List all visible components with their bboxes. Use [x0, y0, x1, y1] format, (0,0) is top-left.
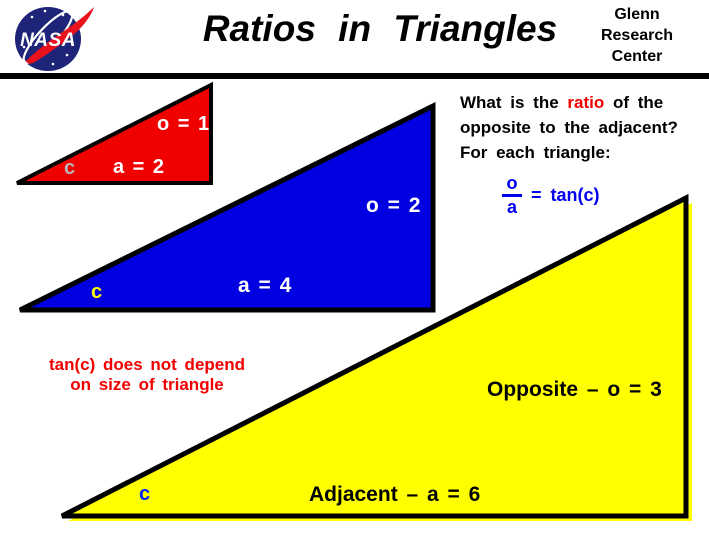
yellow-triangle — [60, 193, 689, 519]
blue-triangle — [18, 101, 436, 313]
question-line1-pre: What is the — [460, 93, 568, 112]
question-line-1: What is the ratio of the — [460, 90, 709, 115]
nasa-logo-icon: NASA — [15, 7, 94, 71]
org-line-2: Research — [600, 27, 674, 44]
logo-swoosh-icon — [26, 7, 94, 64]
logo-globe — [15, 7, 81, 71]
page-title: Ratios in Triangles — [202, 8, 558, 49]
fraction-denominator: a — [506, 197, 517, 217]
org-name: Glenn Research Center — [582, 4, 692, 67]
question-line1-post: of the — [604, 93, 664, 112]
yellow-adjacent-label: Adjacent – a = 6 — [309, 483, 481, 506]
blue-adjacent-label: a = 4 — [238, 274, 292, 297]
red-opposite-label: o = 1 — [157, 113, 210, 135]
formula-rhs: tan(c) — [550, 185, 600, 205]
note-line-2: on size of triangle — [70, 375, 224, 394]
blue-angle-label: c — [91, 281, 103, 303]
note-line-1: tan(c) does not depend — [49, 355, 245, 374]
question-line-3: For each triangle: — [460, 143, 611, 162]
red-triangle — [16, 81, 213, 185]
org-line-1: Glenn — [614, 6, 660, 23]
question-line-2: opposite to the adjacent? — [460, 118, 678, 137]
blue-opposite-label: o = 2 — [366, 194, 421, 217]
tangent-note: tan(c) does not depend on size of triang… — [28, 355, 266, 395]
yellow-angle-label: c — [139, 483, 151, 505]
fraction-numerator: o — [506, 173, 518, 193]
logo-text: NASA — [20, 30, 76, 51]
red-angle-label: c — [64, 157, 76, 179]
question-ratio-word: ratio — [567, 93, 605, 112]
org-line-3: Center — [611, 48, 663, 65]
header-divider — [0, 73, 709, 79]
yellow-opposite-label: Opposite – o = 3 — [487, 378, 662, 401]
question-text: What is the ratio of the opposite to the… — [460, 90, 709, 165]
fraction-bar — [502, 194, 522, 197]
equals-sign: = — [531, 185, 542, 205]
red-adjacent-label: a = 2 — [113, 156, 165, 178]
fraction-o-over-a: o a — [502, 174, 522, 217]
tangent-formula: o a = tan(c) — [502, 174, 600, 217]
